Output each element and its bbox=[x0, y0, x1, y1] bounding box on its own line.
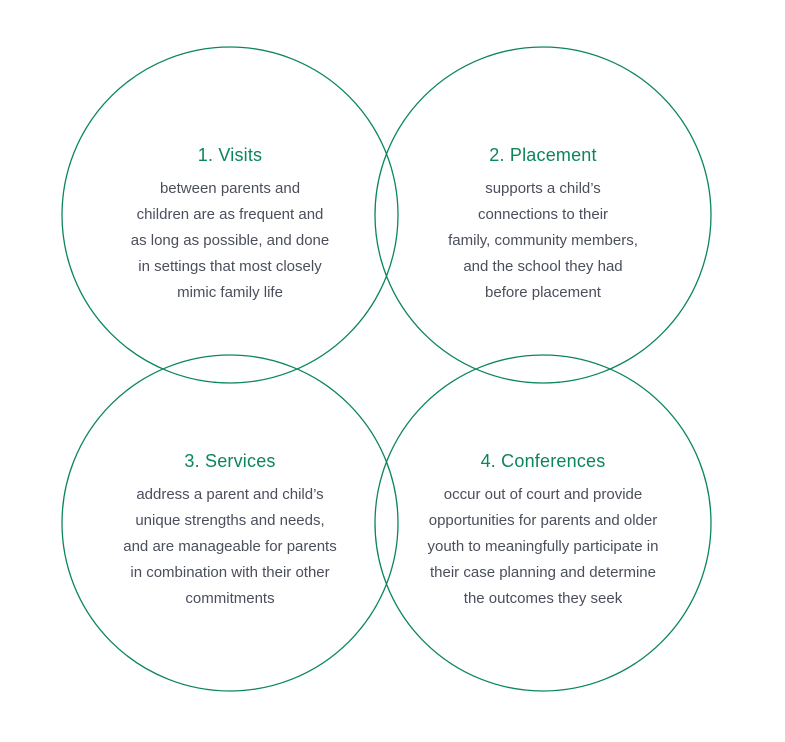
item-line: unique strengths and needs, bbox=[135, 512, 325, 529]
item-line: in settings that most closely bbox=[138, 258, 322, 275]
item-line: in combination with their other bbox=[130, 564, 330, 581]
item-line: connections to their bbox=[477, 206, 609, 223]
item-title: 2. Placement bbox=[489, 145, 597, 165]
item-line: between parents and bbox=[159, 180, 301, 197]
item-title: 1. Visits bbox=[197, 145, 263, 165]
item-line: opportunities for parents and older bbox=[428, 512, 658, 529]
circle-services bbox=[61, 354, 399, 692]
circle-visits bbox=[61, 46, 399, 384]
item-visits: 1. Visits between parents and children a… bbox=[80, 144, 380, 306]
item-services: 3. Services address a parent and child’s… bbox=[80, 450, 380, 612]
item-line: commitments bbox=[185, 590, 275, 607]
item-line: and are manageable for parents bbox=[123, 538, 337, 555]
circle-placement bbox=[374, 46, 712, 384]
item-line: address a parent and child’s bbox=[136, 486, 324, 503]
item-line: before placement bbox=[485, 284, 601, 301]
item-title: 4. Conferences bbox=[480, 451, 606, 471]
item-line: family, community members, bbox=[448, 232, 638, 249]
item-conferences: 4. Conferences occur out of court and pr… bbox=[393, 450, 693, 612]
item-title: 3. Services bbox=[184, 451, 276, 471]
item-line: supports a child’s bbox=[485, 180, 601, 197]
item-line: the outcomes they seek bbox=[463, 590, 623, 607]
item-line: their case planning and determine bbox=[430, 564, 656, 581]
item-placement: 2. Placement supports a child’s connecti… bbox=[393, 144, 693, 306]
item-line: children are as frequent and bbox=[136, 206, 324, 223]
item-line: occur out of court and provide bbox=[443, 486, 643, 503]
item-line: youth to meaningfully participate in bbox=[427, 538, 659, 555]
circle-conferences bbox=[374, 354, 712, 692]
item-line: mimic family life bbox=[177, 284, 283, 301]
item-line: and the school they had bbox=[463, 258, 623, 275]
item-line: as long as possible, and done bbox=[130, 232, 330, 249]
